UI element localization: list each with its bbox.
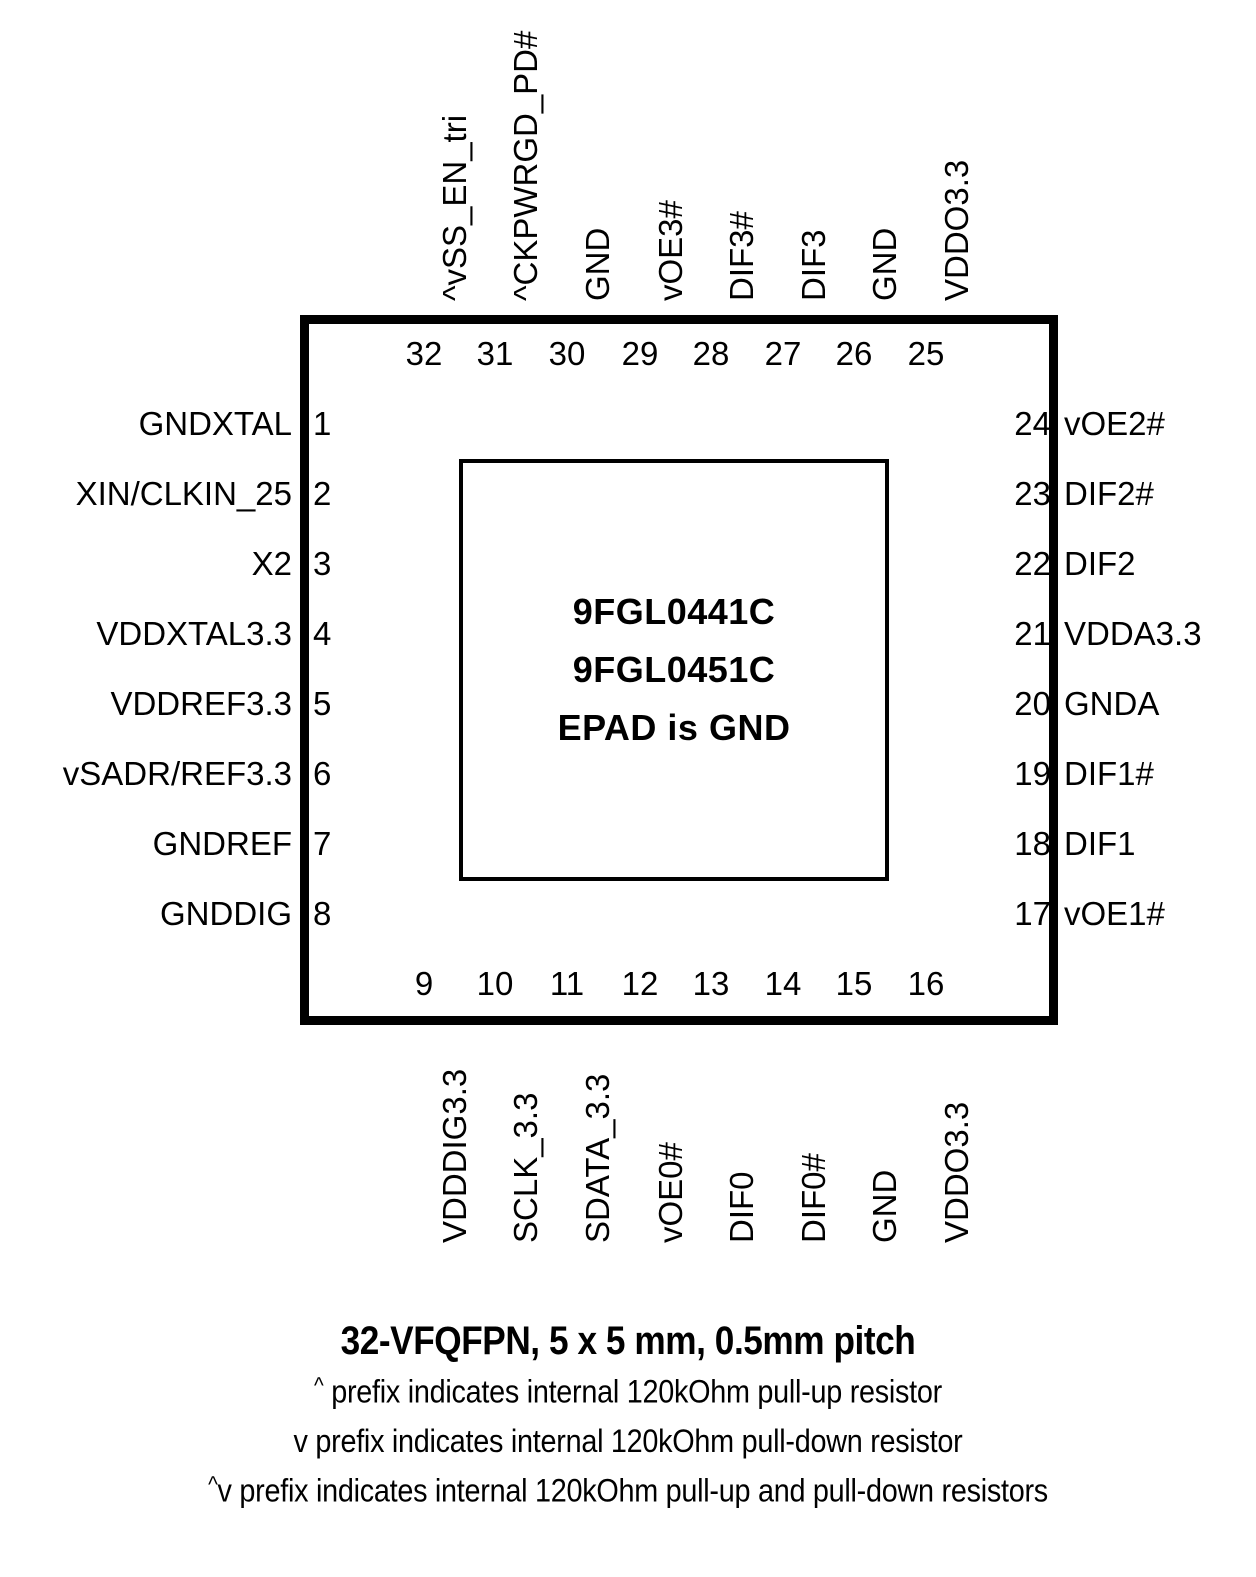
pullup-pulldown-prefix-symbol: ^ (208, 1471, 218, 1498)
pin-number-8: 8 (313, 894, 332, 932)
pin-label-left-3: X2 (251, 544, 292, 582)
pin-number-31: 31 (476, 335, 514, 372)
footer-caption: 32-VFQFPN, 5 x 5 mm, 0.5mm pitch ^ prefi… (0, 1318, 1256, 1513)
pullup-prefix-symbol: ^ (313, 1372, 324, 1398)
pin-label-right-23: DIF2# (1064, 474, 1154, 512)
pin-label-left-8: GNDDIG (160, 894, 292, 932)
pin-label-top-26: GND (866, 227, 903, 301)
pin-number-24: 24 (1014, 404, 1051, 442)
epad-gnd-note: EPAD is GND (557, 707, 791, 748)
pin-label-top-31: ^CKPWRGD_PD# (507, 30, 544, 301)
pin-label-bottom-13: DIF0 (723, 1171, 760, 1243)
pin-label-left-7: GNDREF (152, 824, 292, 862)
pin-label-bottom-9: VDDDIG3.3 (436, 1068, 473, 1243)
pin-number-3: 3 (313, 544, 332, 582)
pin-number-17: 17 (1014, 894, 1051, 932)
pin-number-32: 32 (405, 335, 443, 372)
pin-number-27: 27 (764, 335, 802, 372)
pin-label-right-22: DIF2 (1064, 544, 1136, 582)
package-type-title: 32-VFQFPN, 5 x 5 mm, 0.5mm pitch (340, 1319, 916, 1363)
pin-label-top-27: DIF3 (795, 229, 832, 301)
pin-label-right-17: vOE1# (1064, 894, 1165, 932)
pin-label-left-5: VDDREF3.3 (110, 684, 292, 722)
footer-note-pulldown: v prefix indicates internal 120kOhm pull… (63, 1420, 1193, 1463)
pin-number-21: 21 (1014, 614, 1051, 652)
pin-label-bottom-15: GND (866, 1169, 903, 1243)
pin-number-13: 13 (692, 965, 730, 1002)
pin-label-right-24: vOE2# (1064, 404, 1165, 442)
pullup-pulldown-prefix-v: v (217, 1472, 232, 1509)
pin-number-7: 7 (313, 824, 332, 862)
part-number-line-1: 9FGL0441C (572, 591, 776, 632)
pullup-note-text: prefix indicates internal 120kOhm pull-u… (323, 1373, 942, 1410)
pin-label-top-29: vOE3# (652, 200, 689, 301)
pin-label-top-25: VDDO3.3 (938, 159, 975, 301)
pin-number-6: 6 (313, 754, 332, 792)
pin-number-14: 14 (764, 965, 802, 1002)
pin-label-top-32: ^vSS_EN_tri (436, 114, 473, 301)
pin-number-19: 19 (1014, 754, 1051, 792)
pin-number-11: 11 (549, 965, 585, 1002)
pin-label-right-21: VDDA3.3 (1064, 614, 1202, 652)
pin-number-26: 26 (835, 335, 873, 372)
pin-number-12: 12 (621, 965, 659, 1002)
pin-label-right-20: GNDA (1064, 684, 1160, 722)
pin-label-right-18: DIF1 (1064, 824, 1136, 862)
pin-number-18: 18 (1014, 824, 1051, 862)
pin-number-4: 4 (313, 614, 332, 652)
footer-note-pullup-pulldown: ^v prefix indicates internal 120kOhm pul… (63, 1469, 1193, 1513)
pin-number-29: 29 (621, 335, 659, 372)
pin-number-1: 1 (313, 404, 332, 442)
pin-label-left-2: XIN/CLKIN_25 (75, 474, 292, 512)
pin-number-5: 5 (313, 684, 332, 722)
pin-number-15: 15 (835, 965, 873, 1002)
pin-label-left-1: GNDXTAL (138, 404, 292, 442)
pin-number-16: 16 (907, 965, 945, 1002)
pulldown-note-text: prefix indicates internal 120kOhm pull-d… (307, 1422, 963, 1459)
exposed-pad-box: 9FGL0441C 9FGL0451C EPAD is GND (459, 459, 889, 881)
pin-number-9: 9 (414, 965, 434, 1002)
pin-label-left-6: vSADR/REF3.3 (62, 754, 292, 792)
package-center-text: 9FGL0441C 9FGL0451C EPAD is GND (463, 463, 885, 877)
pin-label-bottom-14: DIF0# (795, 1153, 832, 1243)
pullup-pulldown-note-text: prefix indicates internal 120kOhm pull-u… (231, 1472, 1048, 1509)
part-number-line-2: 9FGL0451C (572, 649, 776, 690)
pin-label-top-28: DIF3# (723, 211, 760, 301)
pin-label-left-4: VDDXTAL3.3 (96, 614, 292, 652)
pin-label-top-30: GND (579, 227, 616, 301)
footer-note-pullup: ^ prefix indicates internal 120kOhm pull… (63, 1370, 1193, 1414)
pin-number-20: 20 (1014, 684, 1051, 722)
pin-label-bottom-10: SCLK_3.3 (507, 1092, 544, 1243)
pin-number-22: 22 (1014, 544, 1051, 582)
pin-number-28: 28 (692, 335, 730, 372)
pin-label-bottom-12: vOE0# (652, 1142, 689, 1243)
pin-number-30: 30 (548, 335, 586, 372)
pulldown-prefix-symbol: v (293, 1422, 308, 1459)
pin-number-25: 25 (907, 335, 945, 372)
pin-number-2: 2 (313, 474, 332, 512)
pin-label-right-19: DIF1# (1064, 754, 1154, 792)
pin-label-bottom-16: VDDO3.3 (938, 1101, 975, 1243)
pin-number-10: 10 (476, 965, 514, 1002)
pin-label-bottom-11: SDATA_3.3 (579, 1073, 616, 1243)
package-outline: 9FGL0441C 9FGL0451C EPAD is GND (300, 315, 1058, 1025)
pin-number-23: 23 (1014, 474, 1051, 512)
